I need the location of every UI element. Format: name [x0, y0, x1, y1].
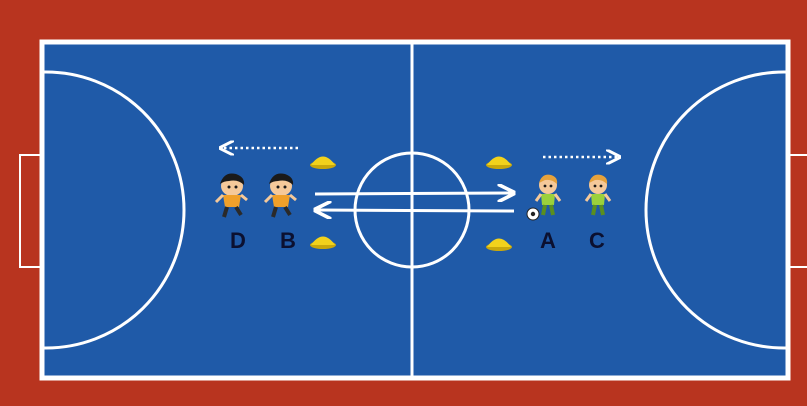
player-label-c: C — [589, 230, 605, 252]
player-label-d: D — [230, 230, 246, 252]
pass-arrow-a-to-b — [317, 210, 514, 211]
pass-arrow-b-to-a — [315, 193, 512, 194]
player-label-a: A — [540, 230, 556, 252]
player-label-b: B — [280, 230, 296, 252]
ball-icon — [527, 208, 539, 220]
